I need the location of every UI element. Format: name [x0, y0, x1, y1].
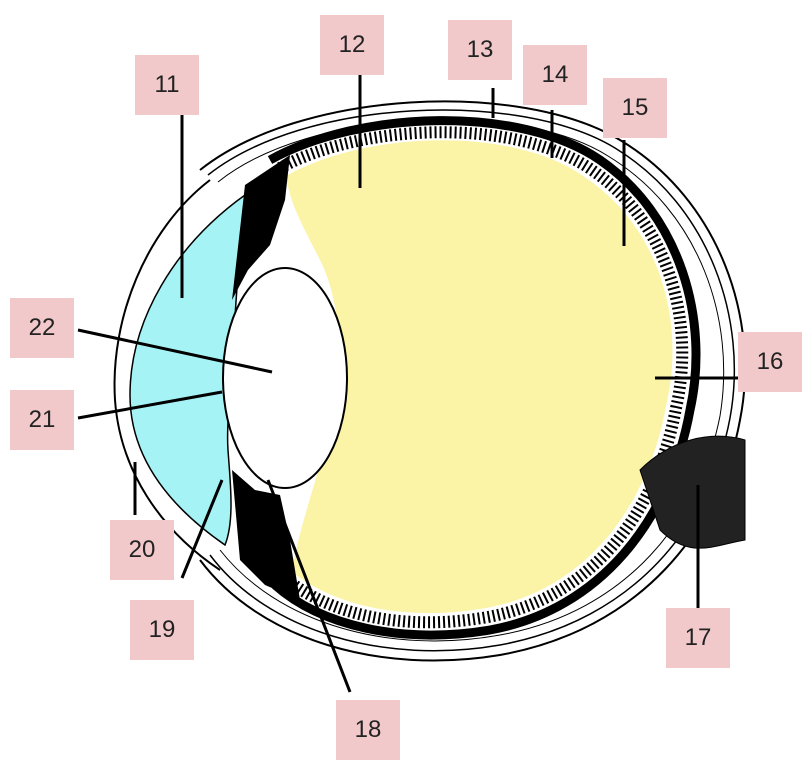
label-19: 19	[130, 600, 194, 660]
label-17: 17	[666, 608, 730, 668]
label-16: 16	[738, 332, 802, 392]
label-18: 18	[336, 700, 400, 760]
label-14: 14	[523, 45, 587, 105]
label-22: 22	[10, 298, 74, 358]
label-11: 11	[135, 55, 199, 115]
optic-nerve	[640, 436, 745, 548]
label-21: 21	[10, 390, 74, 450]
label-15: 15	[603, 78, 667, 138]
label-12: 12	[320, 15, 384, 75]
lens	[223, 268, 347, 488]
label-20: 20	[110, 520, 174, 580]
label-13: 13	[448, 20, 512, 80]
